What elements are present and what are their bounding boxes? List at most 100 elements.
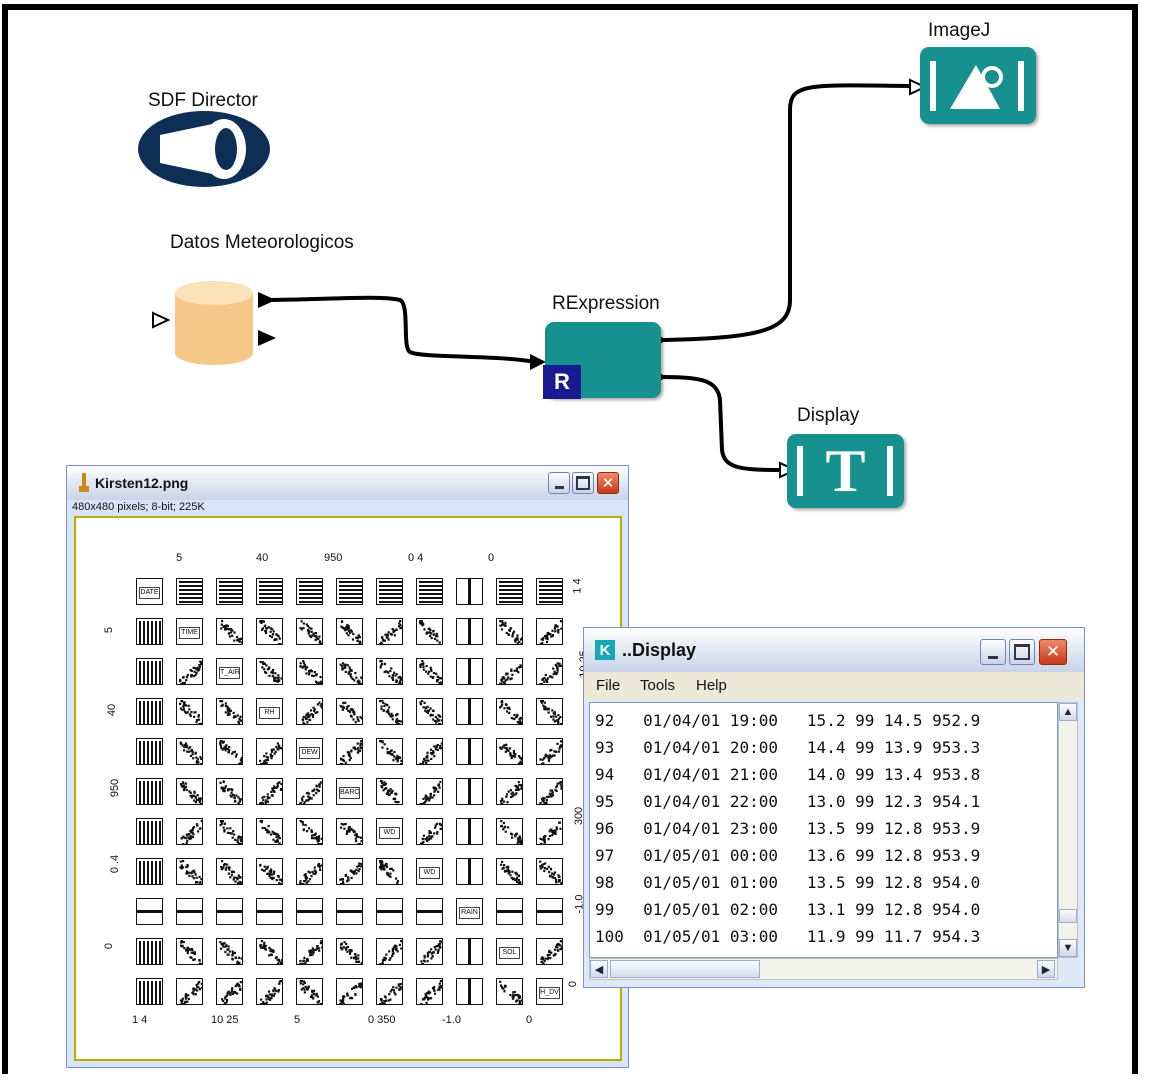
menu-tools[interactable]: Tools <box>640 677 676 694</box>
scatter-points <box>257 910 282 913</box>
scatter-points <box>379 620 402 644</box>
scatter-points <box>468 739 471 764</box>
scatter-cell <box>256 618 283 645</box>
display-window[interactable]: K ..Display ✕ File Tools Help 92 01/04/0… <box>583 627 1085 988</box>
scatter-cell <box>496 898 523 925</box>
scatter-cell <box>416 578 443 605</box>
diagonal-cell: T_AIR <box>216 658 243 685</box>
scatter-points <box>500 820 522 844</box>
scatter-cell <box>136 618 163 645</box>
scatter-cell <box>376 898 403 925</box>
scatter-points <box>419 742 442 764</box>
scatter-cell <box>376 618 403 645</box>
datos-output-port-1 <box>258 292 276 308</box>
scroll-up-button[interactable]: ▲ <box>1059 703 1077 721</box>
imagej-label: ImageJ <box>928 20 991 41</box>
axis-tick-label: 0 4 <box>408 552 424 564</box>
minimize-button[interactable] <box>548 472 570 494</box>
scatter-points <box>219 740 242 764</box>
kepler-app-icon: K <box>595 640 615 660</box>
scatter-cell <box>176 698 203 725</box>
scatter-points <box>468 819 471 844</box>
imagej-input-port <box>909 78 928 96</box>
menu-file[interactable]: File <box>596 677 621 694</box>
scatter-cell <box>296 938 323 965</box>
scatter-points <box>499 980 522 1004</box>
diagonal-cell: SOL <box>496 938 523 965</box>
minimize-button[interactable] <box>980 639 1006 665</box>
scatter-cell <box>416 778 443 805</box>
variable-label: RAIN <box>459 907 480 919</box>
scatter-cell <box>456 978 483 1005</box>
datos-actor[interactable] <box>175 280 255 366</box>
scatter-cell <box>256 778 283 805</box>
scatter-cell <box>456 578 483 605</box>
vertical-scroll-thumb[interactable] <box>1059 909 1077 923</box>
scatter-points <box>539 662 562 684</box>
scatter-cell <box>296 978 323 1005</box>
imagej-actor[interactable] <box>920 47 1036 124</box>
maximize-button[interactable] <box>572 472 594 494</box>
horizontal-scrollbar[interactable]: ◀ ▶ <box>589 958 1058 980</box>
scatter-cell <box>216 618 243 645</box>
scroll-left-button[interactable]: ◀ <box>590 960 608 978</box>
scatter-cell <box>216 938 243 965</box>
scatter-cell <box>536 898 563 925</box>
scatter-points <box>179 860 202 884</box>
scatter-cell <box>456 858 483 885</box>
scatter-cell <box>296 778 323 805</box>
menu-bar: File Tools Help <box>584 672 1084 700</box>
wire-rexpression-to-display <box>663 375 781 472</box>
vertical-scrollbar[interactable]: ▲ ▼ <box>1058 702 1078 958</box>
wire-rexpression-to-imagej <box>663 83 916 342</box>
scatter-points <box>339 740 362 764</box>
scatter-cell <box>536 618 563 645</box>
image-window[interactable]: Kirsten12.png ✕ 480x480 pixels; 8-bit; 2… <box>66 465 629 1068</box>
scroll-down-button[interactable]: ▼ <box>1059 939 1077 957</box>
menu-help[interactable]: Help <box>696 677 727 694</box>
scatter-points <box>539 581 562 603</box>
r-badge: R <box>543 365 581 399</box>
display-label: Display <box>797 405 860 426</box>
scatter-cell <box>336 858 363 885</box>
scatter-cell <box>136 818 163 845</box>
scatter-points <box>499 581 522 603</box>
axis-tick-label: 0 350 <box>368 1014 396 1026</box>
diagonal-cell: H_DV <box>536 978 563 1005</box>
scatter-points <box>468 939 471 964</box>
display-actor[interactable]: T <box>787 434 904 508</box>
scatter-points <box>260 980 282 1004</box>
scatter-cell <box>456 938 483 965</box>
axis-tick-label: 5 <box>176 552 183 564</box>
scatter-cell <box>376 938 403 965</box>
sdf-director-actor[interactable] <box>138 110 272 188</box>
scatter-points <box>540 940 562 964</box>
variable-label: DEW <box>299 747 320 759</box>
scatter-points <box>299 781 322 804</box>
scatter-points <box>139 781 161 804</box>
diagonal-cell: TIME <box>176 618 203 645</box>
scatter-cell <box>336 738 363 765</box>
scatter-cell <box>416 818 443 845</box>
axis-tick-label: 950 <box>109 778 122 798</box>
variable-label: RH <box>259 707 280 719</box>
scatter-cell <box>336 818 363 845</box>
axis-tick-label: 40 <box>106 703 119 717</box>
scatter-cell <box>456 818 483 845</box>
scatter-points <box>179 581 202 603</box>
display-window-titlebar[interactable]: K ..Display ✕ <box>584 628 1084 672</box>
scatter-points <box>539 620 562 644</box>
image-window-titlebar[interactable]: Kirsten12.png ✕ <box>67 466 628 500</box>
axis-tick-label: 0 <box>526 1014 533 1026</box>
maximize-button[interactable] <box>1009 639 1035 665</box>
scatter-cell <box>416 738 443 765</box>
axis-tick-label: 40 <box>256 552 269 564</box>
horizontal-scroll-thumb[interactable] <box>610 960 760 978</box>
close-button[interactable]: ✕ <box>1039 639 1067 665</box>
scatter-cell <box>376 698 403 725</box>
close-button[interactable]: ✕ <box>597 472 619 494</box>
scroll-right-button[interactable]: ▶ <box>1037 960 1055 978</box>
scatter-cell <box>456 698 483 725</box>
